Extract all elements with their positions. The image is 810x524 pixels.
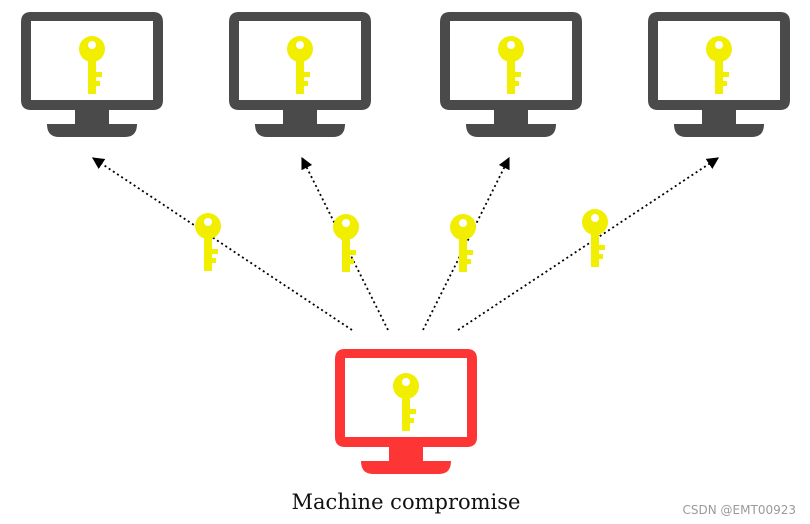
key-icon	[498, 36, 524, 94]
transit-key-icon	[450, 214, 476, 272]
watermark: CSDN @EMT00923	[683, 503, 796, 517]
target-machine-1	[21, 12, 163, 137]
transit-key-icon	[333, 214, 359, 272]
arrow-to-machine-4	[457, 157, 720, 331]
transit-key-icon	[582, 209, 608, 267]
key-icon	[393, 373, 419, 431]
arrow-to-machine-1	[92, 157, 353, 331]
edges-layer	[92, 156, 720, 331]
target-machine-3	[440, 12, 582, 137]
transit-keys	[195, 209, 608, 272]
target-machine-4	[648, 12, 790, 137]
compromised-machine	[335, 349, 477, 474]
key-icon	[287, 36, 313, 94]
transit-key-icon	[195, 213, 221, 271]
target-machine-2	[229, 12, 371, 137]
key-icon	[79, 36, 105, 94]
key-icon	[706, 36, 732, 94]
diagram-caption: Machine compromise	[292, 490, 521, 514]
